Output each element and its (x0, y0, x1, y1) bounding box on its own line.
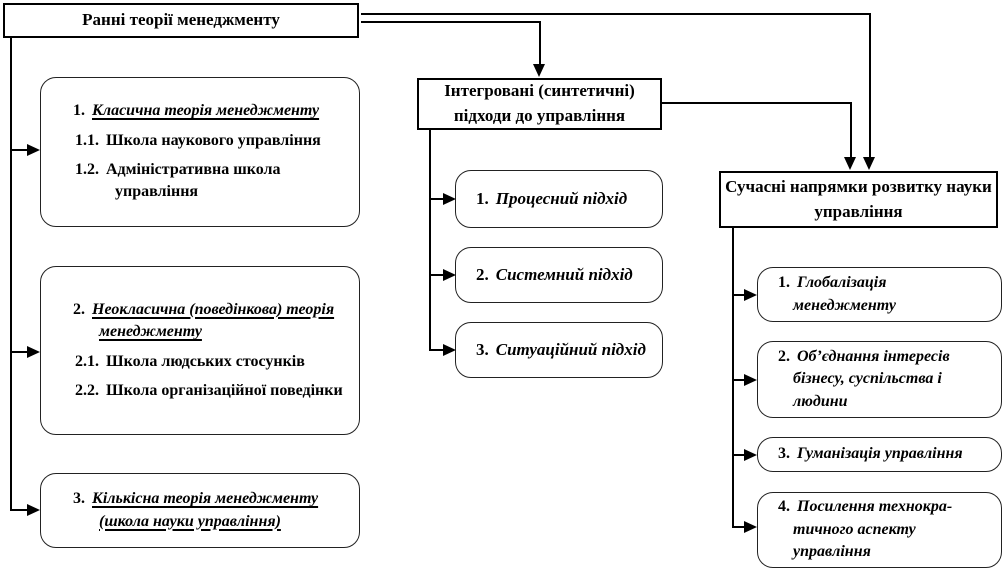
list-item-text: Посилення технокра-тичного аспекту управ… (793, 498, 953, 561)
item-number: 1. (778, 274, 790, 292)
neoclassical-theory-box: 2. Неокласична (поведінкова) теорія менед… (40, 266, 360, 435)
connector-modern-branch-4 (732, 526, 746, 528)
list-item-text: Системний підхід (495, 265, 633, 285)
sub-item: 2.2. Школа організаційної поведінки (53, 380, 347, 402)
item-number: 2. (476, 265, 489, 285)
connector-integrated-trunk (429, 130, 431, 351)
item-number: 2. (778, 347, 790, 365)
connector-modern-branch-1 (732, 294, 746, 296)
root-box: Ранні теорії менеджменту (3, 3, 359, 38)
item-number: 3. (778, 445, 790, 463)
list-item-text: Гуманізація управління (797, 445, 963, 463)
arrow-right-icon (27, 504, 40, 516)
connector-left-trunk (10, 37, 12, 511)
classical-theory-box: 1. Класична теорія менеджменту 1.1. Школа … (40, 77, 360, 227)
arrow-right-icon (744, 449, 757, 461)
quantitative-theory-box: 3. Кількісна теорія менеджменту (школа на… (40, 473, 360, 548)
connector-root-to-modern-h (361, 13, 871, 15)
arrow-right-icon (744, 521, 757, 533)
box-title-text: Неокласична (поведінкова) теорія менеджм… (92, 300, 335, 341)
list-item: 2. Системний підхід (476, 263, 662, 287)
item-number: 4. (778, 498, 790, 516)
item-number: 1. (73, 102, 85, 120)
situational-approach-box: 3. Ситуаційний підхід (455, 322, 663, 378)
sub-item: 1.2. Адміністративна школа управління (53, 159, 347, 204)
connector-integrated-branch-2 (429, 274, 445, 276)
box-title-text: Класична теорія менеджменту (92, 102, 320, 120)
arrow-down-icon (863, 157, 875, 170)
connector-left-branch-1 (10, 149, 28, 151)
connector-modern-branch-2 (732, 379, 746, 381)
arrow-right-icon (443, 344, 456, 356)
arrow-right-icon (443, 193, 456, 205)
arrow-right-icon (27, 144, 40, 156)
sub-item-text: Школа наукового управління (106, 131, 321, 149)
sub-item-text: Школа організаційної поведінки (106, 381, 343, 399)
list-item: 2.Об’єднання інтересів бізнесу, суспільс… (778, 346, 991, 413)
connector-left-branch-3 (10, 509, 28, 511)
box-title: 1. Класична теорія менеджменту (53, 100, 347, 122)
connector-integrated-branch-3 (429, 349, 445, 351)
list-item: 3. Ситуаційний підхід (476, 338, 662, 362)
connector-left-branch-2 (10, 351, 28, 353)
connector-modern-branch-3 (732, 454, 746, 456)
item-number: 1.1. (75, 131, 99, 149)
list-item-text: Ситуаційний підхід (495, 340, 646, 360)
connector-root-to-integrated-v (539, 21, 541, 66)
process-approach-box: 1. Процесний підхід (455, 170, 663, 228)
list-item: 3. Гуманізація управління (778, 443, 991, 465)
connector-modern-trunk (732, 228, 734, 528)
integrated-header-label: Інтегровані (синтетичні) підходи до упра… (444, 81, 635, 125)
arrow-right-icon (744, 374, 757, 386)
sub-item: 1.1. Школа наукового управління (53, 130, 347, 152)
box-title: 2. Неокласична (поведінкова) теорія менед… (53, 299, 347, 344)
connector-root-to-modern-v (869, 13, 871, 159)
modern-header-label: Сучасні напрямки розвитку науки управлін… (725, 176, 992, 221)
box-title-text: Кількісна теорія менеджменту (школа наук… (92, 490, 319, 530)
item-number: 3. (73, 490, 85, 508)
connector-integrated-branch-1 (429, 198, 445, 200)
technocratic-aspect-box: 4.Посилення технокра-тичного аспекту упр… (757, 492, 1002, 568)
box-title: 3. Кількісна теорія менеджменту (школа на… (53, 488, 347, 533)
item-number: 2.2. (75, 381, 99, 399)
list-item-text: Процесний підхід (495, 189, 628, 209)
item-number: 1.2. (75, 161, 99, 178)
globalization-box: 1.Глобалізація менеджменту (757, 267, 1002, 322)
modern-directions-header: Сучасні напрямки розвитку науки управлін… (719, 171, 998, 228)
arrow-down-icon (533, 64, 545, 77)
connector-root-to-integrated-h (361, 21, 541, 23)
list-item: 1. Процесний підхід (476, 187, 662, 211)
system-approach-box: 2. Системний підхід (455, 247, 663, 303)
connector-integrated-to-modern-v (850, 102, 852, 159)
sub-item-text: Школа людських стосунків (106, 352, 305, 370)
item-number: 1. (476, 189, 489, 209)
sub-item: 2.1. Школа людських стосунків (53, 351, 347, 373)
item-number: 2.1. (75, 352, 99, 370)
item-number: 3. (476, 340, 489, 360)
arrow-down-icon (844, 157, 856, 170)
arrow-right-icon (744, 289, 757, 301)
arrow-right-icon (443, 269, 456, 281)
arrow-right-icon (27, 346, 40, 358)
integrated-approaches-header: Інтегровані (синтетичні) підходи до упра… (417, 78, 662, 130)
list-item: 4.Посилення технокра-тичного аспекту упр… (778, 496, 991, 563)
humanization-box: 3. Гуманізація управління (757, 437, 1002, 472)
root-box-label: Ранні теорії менеджменту (82, 10, 280, 30)
interest-unification-box: 2.Об’єднання інтересів бізнесу, суспільс… (757, 341, 1002, 418)
list-item-text: Глобалізація менеджменту (793, 274, 896, 314)
sub-item-text: Адміністративна школа управління (106, 161, 281, 201)
list-item: 1.Глобалізація менеджменту (778, 272, 991, 317)
list-item-text: Об’єднання інтересів бізнесу, суспільств… (793, 347, 950, 410)
connector-integrated-to-modern-h (662, 102, 852, 104)
item-number: 2. (73, 300, 85, 318)
